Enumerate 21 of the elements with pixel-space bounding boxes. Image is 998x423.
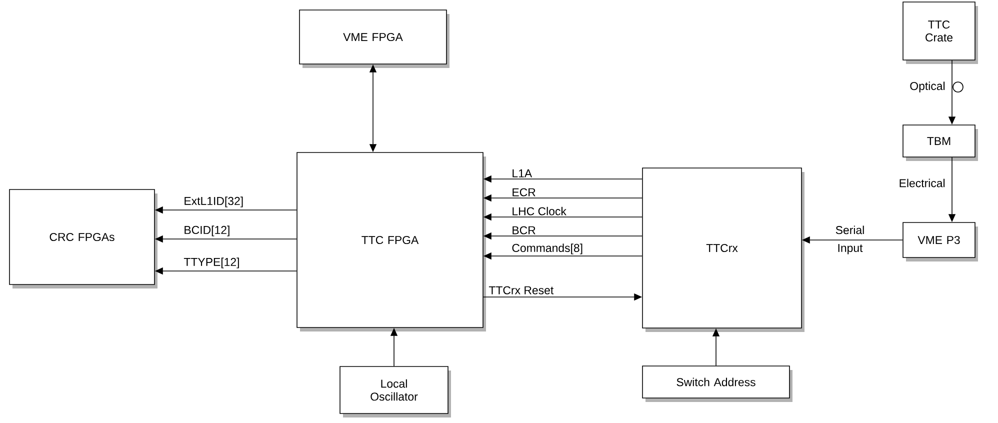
- block-box: TBM: [902, 124, 978, 161]
- edge-label: LHC Clock: [512, 206, 566, 216]
- edge-label: BCID[12]: [184, 226, 230, 236]
- edge-label: BCR: [512, 226, 536, 234]
- edge-label: Optical: [910, 82, 945, 92]
- block-box: Switch Address: [642, 366, 792, 402]
- edge-label: ECR: [512, 188, 536, 196]
- block-box: VME P3: [902, 222, 978, 262]
- block-box: VME FPGA: [299, 10, 450, 68]
- edge-label: ExtL1ID[32]: [184, 196, 243, 208]
- edge-label: L1A: [512, 169, 532, 178]
- block-box: TTC FPGA: [296, 152, 486, 332]
- edge-label: Electrical: [900, 178, 945, 188]
- edge-label: Commands[8]: [512, 244, 582, 254]
- block-box: TTC Crate: [902, 2, 978, 64]
- edge-label: TTYPE[12]: [184, 258, 239, 268]
- edge-label: Serial Input: [836, 226, 864, 254]
- block-box: TTCrx: [642, 168, 804, 332]
- edge-label: TTCrx Reset: [488, 286, 554, 294]
- block-box: CRC FPGAs: [9, 189, 158, 288]
- block-box: Local Oscillator: [340, 366, 451, 418]
